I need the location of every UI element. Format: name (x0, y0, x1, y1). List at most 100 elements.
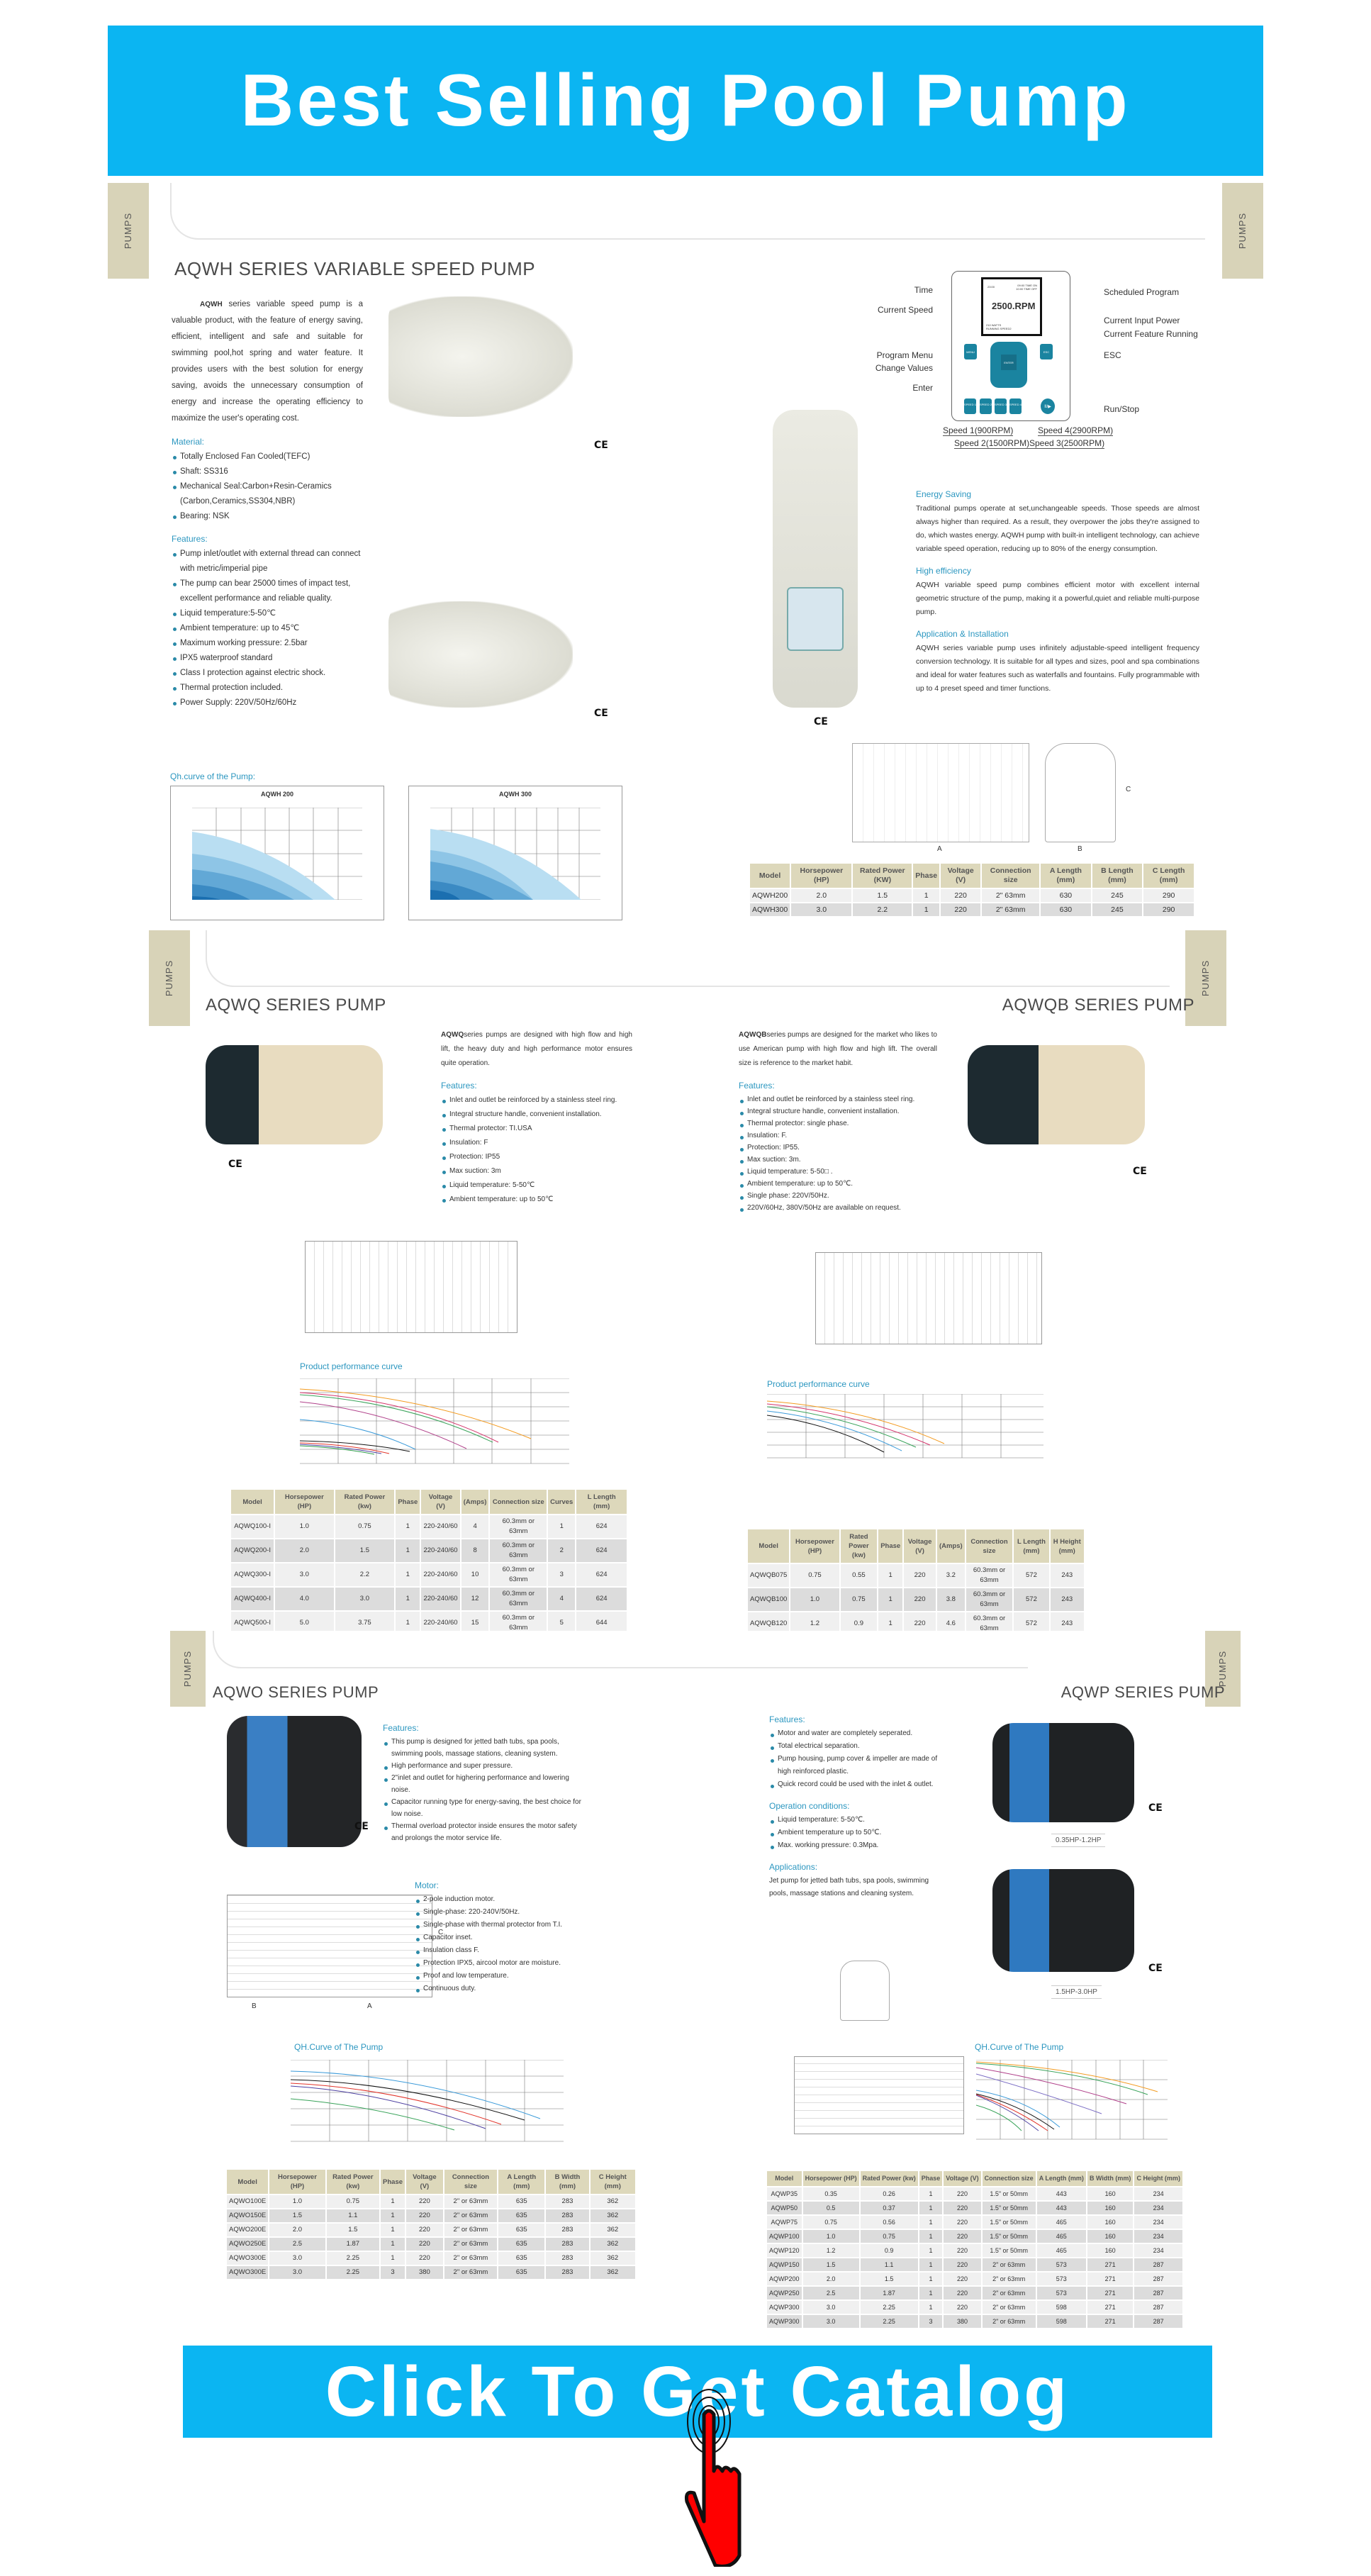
get-catalog-button[interactable]: Click To Get Catalog (183, 2346, 1212, 2438)
column-header: Model (767, 2171, 802, 2186)
list-item: Protection: IP55 (441, 1150, 632, 1164)
table-cell: 1.5" or 50mm (982, 2244, 1036, 2257)
list-item: High performance and super pressure. (383, 1760, 581, 1772)
table-cell: 2" or 63mm (982, 2273, 1036, 2285)
table-cell: AQWP200 (767, 2273, 802, 2285)
table-cell: 5.0 (275, 1612, 334, 1634)
list-item: Class I protection against electric shoc… (172, 666, 363, 681)
table-cell: 2" 63mm (982, 903, 1040, 916)
table-cell: AQWQ400-I (231, 1588, 274, 1610)
list-item: Insulation: F. (739, 1130, 937, 1142)
table-cell: 2.0 (791, 889, 852, 902)
table-cell: 283 (546, 2252, 589, 2265)
run-stop-button[interactable]: II/▶ (1041, 398, 1055, 414)
table-cell: 220 (944, 2202, 981, 2214)
list-item: Total electrical separation. (769, 1740, 946, 1753)
table-cell: 0.37 (860, 2202, 918, 2214)
intro-model: AQWQ (441, 1031, 464, 1039)
table-cell: 624 (576, 1515, 627, 1538)
table-cell: 624 (576, 1563, 627, 1586)
speed-1-button[interactable]: SPEED 1 (964, 398, 976, 414)
chart-aqwp (976, 2060, 1168, 2140)
ce-mark: CE (228, 1159, 242, 1170)
table-cell: 1.0 (275, 1515, 334, 1538)
column-header: Rated Power (kw) (840, 1529, 878, 1563)
list-item: Quick record could be used with the inle… (769, 1778, 946, 1791)
esc-button[interactable]: ESC (1040, 344, 1053, 359)
table-cell: 60.3mm or 63mm (490, 1588, 547, 1610)
list-item: Single phase: 220V/50Hz. (739, 1190, 937, 1202)
table-cell: 12 (461, 1588, 489, 1610)
list-item: Inlet and outlet be reinforced by a stai… (739, 1093, 937, 1105)
list-item: Liquid temperature:5-50℃ (172, 606, 363, 621)
table-cell: 362 (590, 2209, 635, 2222)
table-cell: 60.3mm or 63mm (490, 1612, 547, 1634)
table-cell: 3.0 (802, 2315, 859, 2328)
table-cell: 1 (396, 1612, 420, 1634)
table-cell: 283 (546, 2224, 589, 2236)
range-label: 1.5HP-3.0HP (1051, 1985, 1102, 1999)
label-time: Time (914, 285, 933, 295)
table-cell: 1.5" or 50mm (982, 2230, 1036, 2243)
speed-2-button[interactable]: SPEED 2 (980, 398, 992, 414)
chart-title: AQWH 300 (498, 791, 532, 798)
features-list: This pump is designed for jetted bath tu… (383, 1736, 581, 1844)
table-cell: 1 (919, 2301, 943, 2314)
dim-label-a: A (367, 2002, 372, 2010)
table-cell: 1.0 (269, 2195, 325, 2208)
chart-plot (192, 808, 362, 900)
list-item: IPX5 waterproof standard (172, 651, 363, 666)
table-cell: 1 (913, 889, 940, 902)
column-header: Model (231, 1490, 274, 1514)
list-item: 2"inlet and outlet for highering perform… (383, 1772, 581, 1796)
pump-image-front (773, 410, 858, 708)
lcd-speed: 2500.RPM (992, 301, 1036, 311)
table-cell: 287 (1134, 2301, 1182, 2314)
column-header: Horsepower (HP) (791, 864, 852, 888)
ce-mark: CE (594, 708, 608, 719)
column-header: A Length (mm) (1041, 864, 1091, 888)
aqwo-features-block: Features: This pump is designed for jett… (383, 1723, 581, 1844)
table-cell: 1.1 (326, 2209, 380, 2222)
column-header: Connection size (966, 1529, 1013, 1563)
table-cell: 443 (1036, 2187, 1086, 2200)
table-cell: 220 (406, 2252, 443, 2265)
list-item: Thermal protector: TI.USA (441, 1122, 632, 1136)
label-program-menu: Program Menu (876, 350, 933, 360)
speed-3-button[interactable]: SPEED 3 (995, 398, 1007, 414)
table-cell: 1 (381, 2195, 405, 2208)
menu-button[interactable]: MENU (964, 344, 977, 359)
energy-heading: Energy Saving (916, 489, 972, 499)
table-cell: AQWQB075 (748, 1564, 790, 1587)
table-cell: 1 (919, 2287, 943, 2299)
column-header: (Amps) (936, 1529, 965, 1563)
pump-image-2 (388, 601, 573, 708)
table-cell: 15 (461, 1612, 489, 1634)
column-header: Horsepower (HP) (802, 2171, 859, 2186)
header-frame (170, 183, 1205, 240)
table-cell: 220 (406, 2195, 443, 2208)
enter-button[interactable]: ENTER (1001, 355, 1017, 370)
operation-heading: Operation conditions: (769, 1801, 850, 1811)
table-cell: 2.25 (326, 2252, 380, 2265)
table-cell: 1.5 (860, 2273, 918, 2285)
table-cell: 635 (498, 2209, 545, 2222)
speed-4-button[interactable]: SPEED 4 (1009, 398, 1022, 414)
label-enter: Enter (912, 383, 933, 393)
features-heading: Features: (441, 1081, 477, 1091)
table-cell: 160 (1087, 2230, 1134, 2243)
column-header: C Length (mm) (1143, 864, 1194, 888)
ce-mark: CE (1133, 1166, 1147, 1177)
table-cell: 1.5 (802, 2258, 859, 2271)
curve-heading: Product performance curve (767, 1379, 870, 1389)
list-item: Thermal protection included. (172, 681, 363, 696)
